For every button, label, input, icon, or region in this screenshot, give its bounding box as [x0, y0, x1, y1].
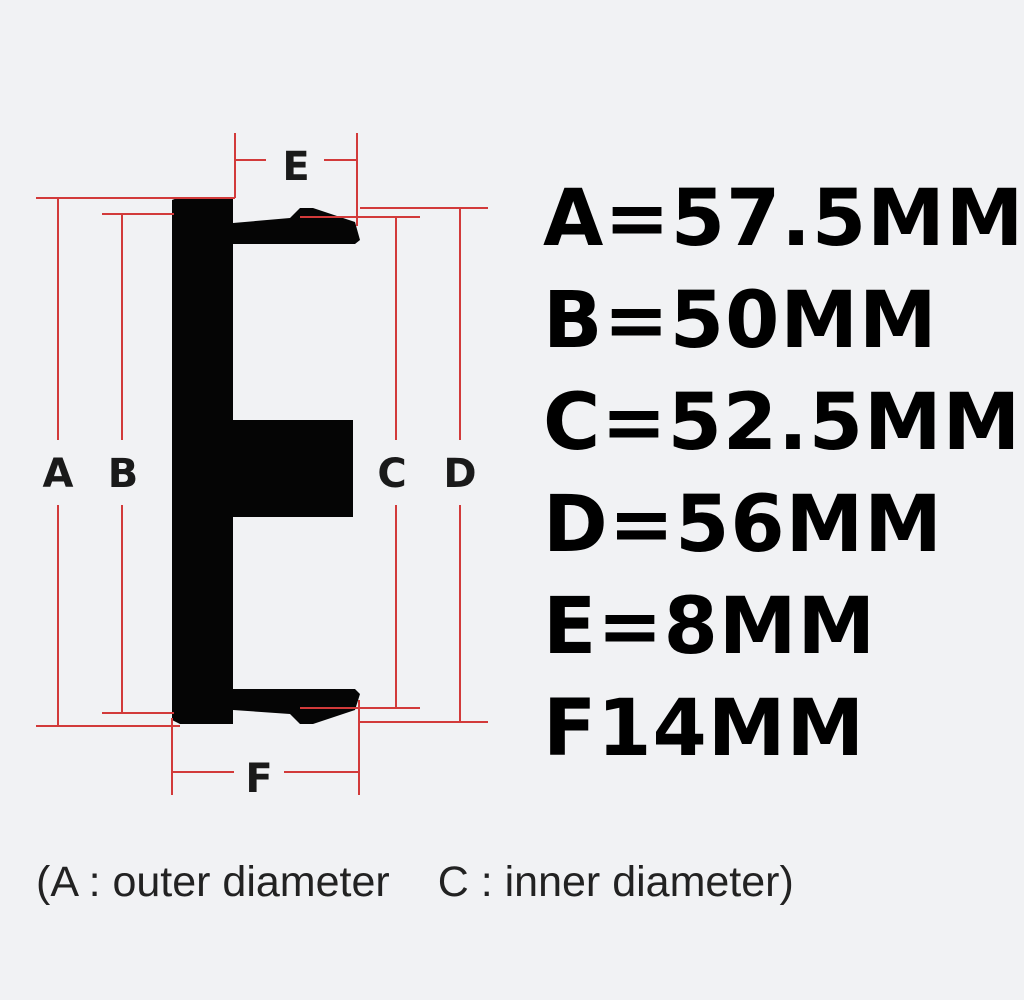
dimension-d: D — [360, 207, 488, 723]
label-c: C — [377, 451, 406, 497]
label-a: A — [43, 451, 74, 497]
spec-list: A=57.5MM B=50MM C=52.5MM D=56MM E=8MM F1… — [543, 168, 1024, 780]
spec-e: E=8MM — [543, 582, 877, 672]
spec-c: C=52.5MM — [543, 378, 1022, 468]
bottom-clip — [233, 689, 360, 724]
top-clip — [233, 208, 360, 244]
caption-inner: C : inner diameter) — [437, 858, 794, 906]
label-b: B — [108, 451, 139, 497]
dimension-a: A — [36, 197, 235, 727]
label-e: E — [282, 144, 309, 190]
part-flange — [172, 197, 233, 724]
spec-f: F14MM — [543, 684, 866, 774]
spec-a: A=57.5MM — [543, 174, 1024, 264]
caption: (A : outer diameter C : inner diameter) — [36, 858, 976, 907]
spec-b: B=50MM — [543, 276, 938, 366]
center-hub — [233, 420, 353, 517]
label-d: D — [443, 451, 476, 497]
dimension-e: E — [234, 133, 358, 226]
caption-outer: (A : outer diameter — [36, 858, 390, 906]
part-profile — [172, 197, 360, 724]
dimension-f: F — [171, 700, 360, 802]
dimension-b: B — [102, 213, 174, 714]
cap-dimension-diagram: A B C D E F — [36, 133, 488, 802]
dimension-c: C — [300, 216, 420, 709]
label-f: F — [245, 756, 272, 802]
spec-d: D=56MM — [543, 480, 943, 570]
